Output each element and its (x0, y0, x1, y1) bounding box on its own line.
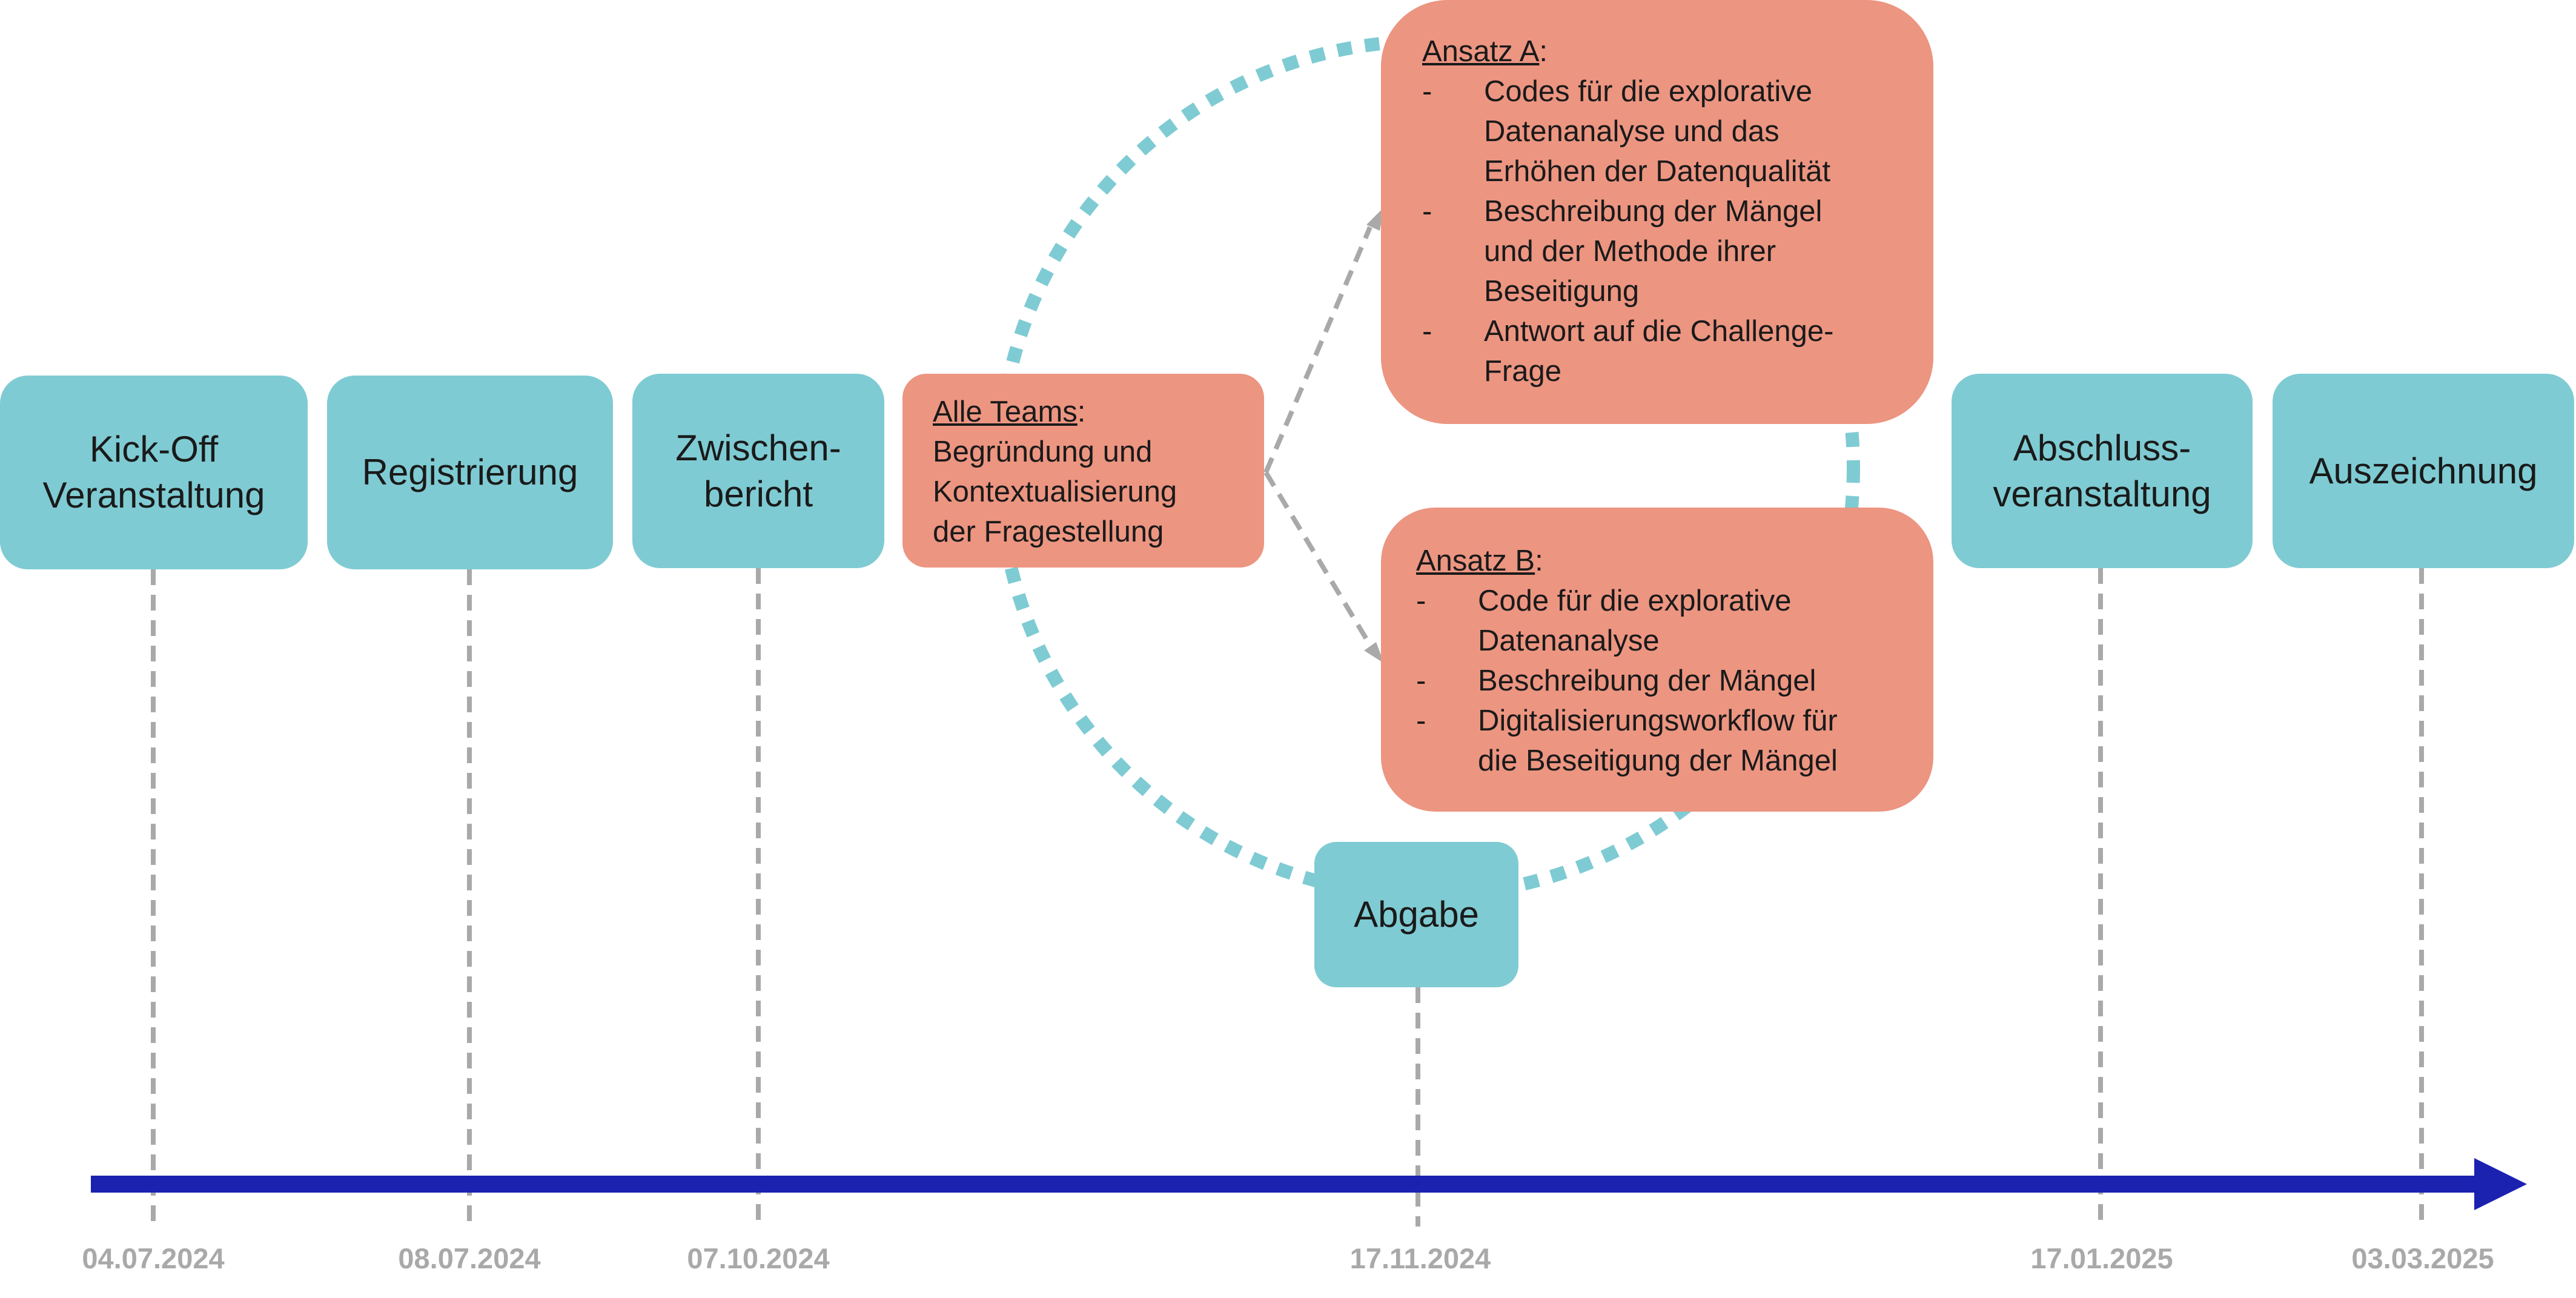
timeline-shaft (91, 1176, 2483, 1193)
ansatz-a-item-1-line3: Erhöhen der Datenqualität (1484, 155, 1831, 188)
ansatz-a-heading: Ansatz A (1422, 35, 1540, 68)
ansatz-b-item-1-line2: Datenanalyse (1478, 624, 1660, 657)
ansatz-b-item-1: - Code für die explorative Datenanalyse (1416, 581, 1933, 661)
ansatz-a-item-1: - Codes für die explorative Datenanalyse… (1422, 71, 1933, 191)
ansatz-a-item-1-line1: Codes für die explorative (1484, 75, 1813, 108)
date-abgabe: 17.11.2024 (1349, 1242, 1491, 1274)
ansatz-a-box: Ansatz A: - Codes für die explorative Da… (1381, 0, 1933, 424)
stage-registrierung: Registrierung (327, 376, 613, 569)
ansatz-a-item-3-line2: Frage (1484, 355, 1562, 388)
ansatz-a-item-2-line3: Beseitigung (1484, 275, 1640, 308)
timeline-arrowhead (2474, 1158, 2527, 1210)
stage-kickoff-line1: Kick-Off (89, 429, 219, 469)
stage-abschluss: Abschluss-veranstaltung (1952, 374, 2253, 568)
stage-zwischenbericht-line1: Zwischen- (675, 427, 841, 468)
connector-to-ansatz-a (1263, 226, 1372, 474)
alle-teams-line1: Begründung und (933, 435, 1153, 468)
ansatz-a-item-2-line2: und der Methode ihrer (1484, 235, 1776, 268)
ansatz-b-item-3-line1: Digitalisierungsworkflow für (1478, 704, 1838, 737)
ansatz-a-item-2: - Beschreibung der Mängel und der Method… (1422, 191, 1933, 311)
stage-abgabe: Abgabe (1314, 842, 1518, 987)
stage-zwischenbericht-line2: bericht (703, 473, 813, 514)
alle-teams-line3: der Fragestellung (933, 515, 1164, 548)
stage-auszeichnung-label: Auszeichnung (2309, 450, 2538, 491)
ansatz-b-item-3-line2: die Beseitigung der Mängel (1478, 744, 1838, 777)
date-abschluss: 17.01.2025 (2030, 1242, 2173, 1274)
stage-abschluss-line1: Abschluss- (2013, 427, 2191, 468)
arrowhead-ansatz-b (1364, 642, 1384, 663)
alle-teams-line2: Kontextualisierung (933, 475, 1177, 508)
stage-abschluss-line2: veranstaltung (1993, 473, 2211, 514)
ansatz-b-box: Ansatz B: - Code für die explorative Dat… (1381, 508, 1933, 812)
connector-to-ansatz-b (1263, 471, 1372, 647)
date-auszeichnung: 03.03.2025 (2351, 1242, 2494, 1274)
arrowhead-ansatz-a (1366, 207, 1384, 231)
stage-auszeichnung: Auszeichnung (2273, 374, 2574, 568)
stage-registrierung-label: Registrierung (362, 452, 578, 492)
date-zwischenbericht: 07.10.2024 (687, 1242, 830, 1274)
stage-kickoff-line2: Veranstaltung (42, 475, 265, 515)
date-kickoff: 04.07.2024 (82, 1242, 225, 1274)
ansatz-b-item-2-line1: Beschreibung der Mängel (1478, 664, 1816, 697)
ansatz-a-list: - Codes für die explorative Datenanalyse… (1422, 71, 1933, 391)
ansatz-a-item-1-line2: Datenanalyse und das (1484, 115, 1780, 148)
alle-teams-box: Alle Teams: Begründung und Kontextualisi… (902, 374, 1264, 568)
alle-teams-heading: Alle Teams (933, 396, 1078, 428)
ansatz-b-item-3: - Digitalisierungsworkflow für die Besei… (1416, 701, 1933, 781)
ansatz-a-item-3-line1: Antwort auf die Challenge- (1484, 315, 1834, 348)
ansatz-b-item-2: - Beschreibung der Mängel (1416, 661, 1933, 701)
stage-zwischenbericht: Zwischen-bericht (632, 374, 884, 568)
date-registrierung: 08.07.2024 (398, 1242, 541, 1274)
stage-abgabe-label: Abgabe (1354, 894, 1479, 935)
ansatz-a-item-3: - Antwort auf die Challenge- Frage (1422, 311, 1933, 391)
ansatz-b-item-1-line1: Code für die explorative (1478, 584, 1792, 617)
ansatz-b-list: - Code für die explorative Datenanalyse … (1416, 581, 1933, 781)
ansatz-b-heading: Ansatz B (1416, 545, 1535, 577)
ansatz-a-item-2-line1: Beschreibung der Mängel (1484, 195, 1823, 228)
